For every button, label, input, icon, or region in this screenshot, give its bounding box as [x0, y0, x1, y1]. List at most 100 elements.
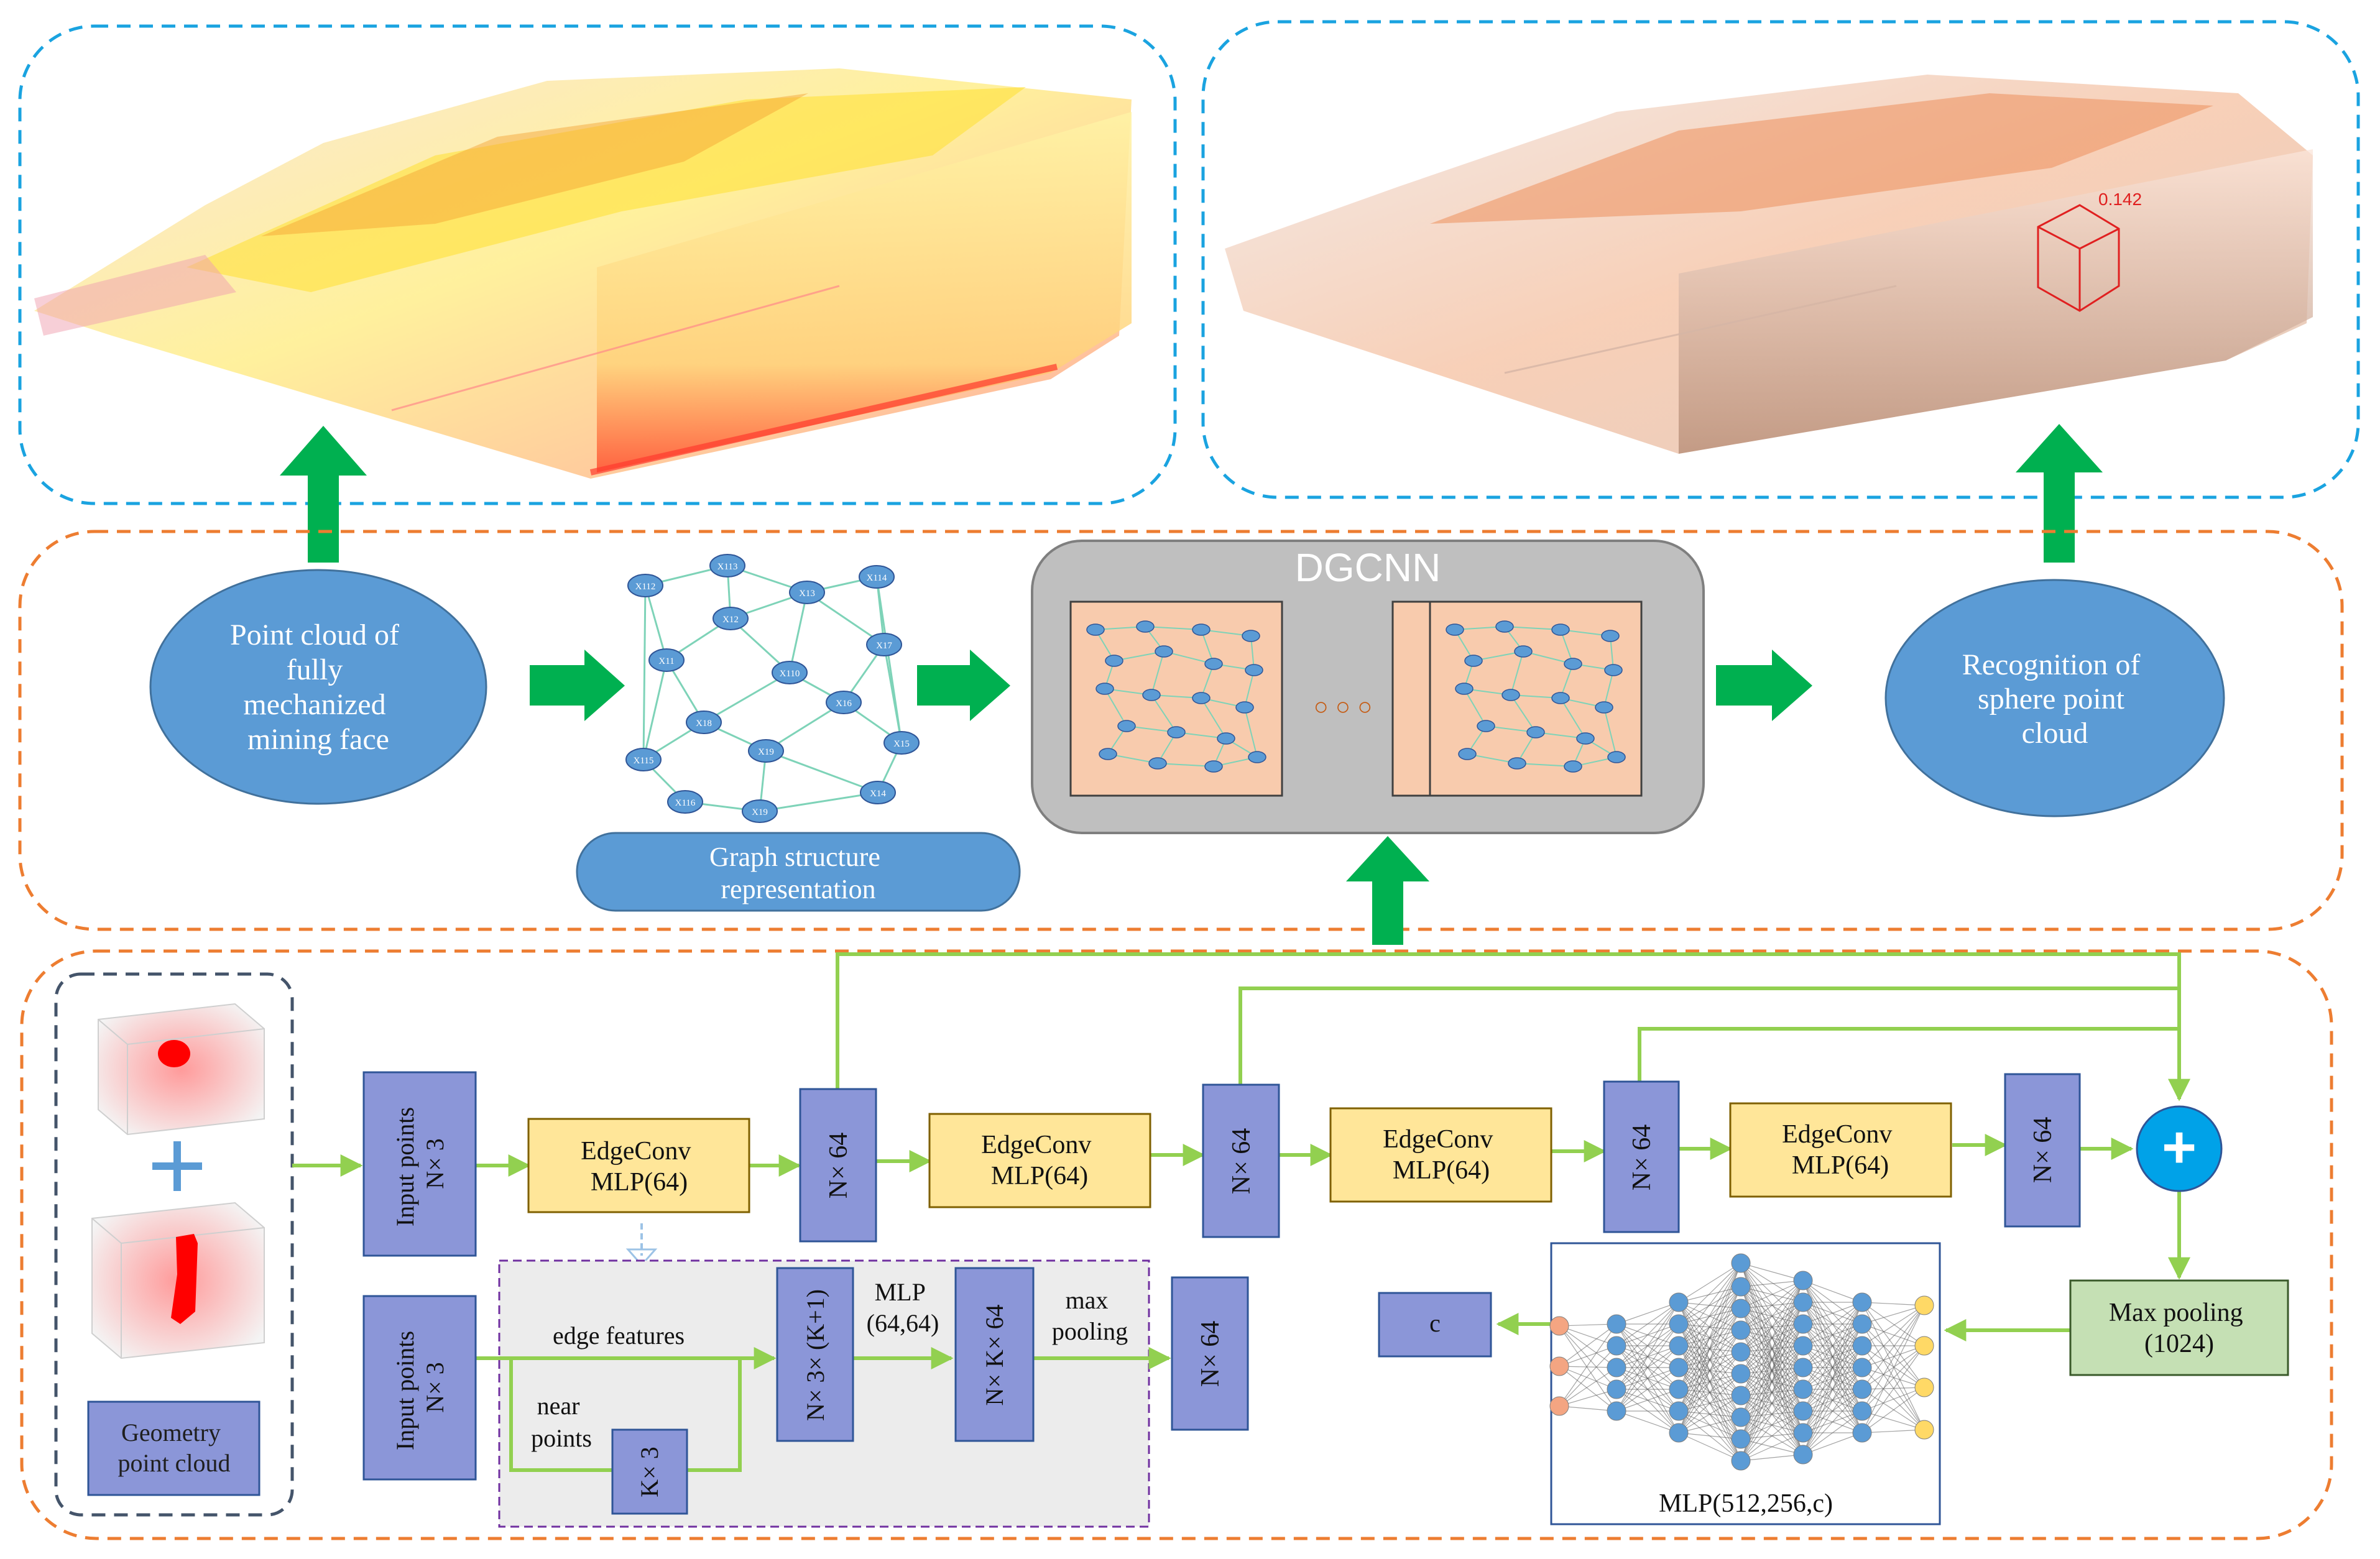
graph-node	[789, 581, 825, 604]
output-ellipse-line-3: cloud	[2022, 717, 2088, 750]
mlp-neuron	[1669, 1292, 1689, 1312]
output-ellipse-line-1: Recognition of	[1962, 648, 2141, 681]
mini-graph-node	[1495, 620, 1514, 633]
graph-node	[686, 711, 722, 734]
edgeconv-4-text: EdgeConv MLP(64)	[1782, 1120, 1899, 1180]
k3-label: K× 3	[635, 1446, 663, 1497]
mini-graph-node	[1245, 664, 1263, 676]
mini-graph-node	[1142, 689, 1161, 701]
output-recognition-ellipse	[1884, 579, 2225, 817]
k3-block	[611, 1428, 688, 1515]
near-points-line-2: points	[531, 1424, 592, 1452]
geometry-label-text: Geometry point cloud	[118, 1419, 230, 1477]
right-arrow-2	[917, 650, 1010, 721]
detail-dashed-arrowhead	[625, 1248, 658, 1267]
mini-graph-node	[1564, 658, 1582, 670]
edgeconv-block-1	[527, 1118, 750, 1213]
mini-graph-node	[1607, 751, 1626, 763]
graph-node-label: X18	[696, 719, 712, 729]
top-right-panel	[1201, 20, 2360, 499]
edgeconv-output-label: N× 64	[1196, 1321, 1225, 1387]
mini-graph-node	[1204, 658, 1223, 670]
mini-graph-node	[1604, 664, 1623, 676]
graph-node-label: X116	[675, 798, 696, 808]
mini-graph-node	[1099, 748, 1117, 760]
mlp-neuron	[1852, 1423, 1872, 1443]
detail-connector-lines	[476, 1347, 1171, 1472]
graph-node	[667, 790, 703, 814]
nx3k1-label: N× 3× (K+1)	[801, 1289, 829, 1421]
mlp-caption: MLP(512,256,c)	[1659, 1489, 1833, 1518]
edgeconv-block-4	[1729, 1102, 1952, 1198]
mlp-neuron	[1793, 1358, 1813, 1377]
edgeconv-3-text: EdgeConv MLP(64)	[1383, 1125, 1500, 1185]
graph-node-label: X113	[717, 562, 738, 572]
mlp-neuron	[1669, 1336, 1689, 1356]
mlp-neuron	[1731, 1277, 1751, 1297]
mini-graph-node	[1217, 732, 1235, 745]
input-points-1-text: Input points N× 3	[391, 1101, 449, 1226]
graph-node-label: X11	[658, 656, 674, 666]
mlp-neuron	[1731, 1253, 1751, 1273]
mini-graph-node	[1576, 732, 1595, 745]
graph-node-label: X115	[634, 756, 654, 766]
mlp-neuron	[1607, 1401, 1626, 1421]
mini-graph-node	[1508, 757, 1526, 770]
max-pooling-block	[2069, 1279, 2289, 1376]
mlp-neuron	[1607, 1314, 1626, 1334]
input-points-block-2	[362, 1295, 477, 1481]
mini-graph-node	[1514, 645, 1533, 658]
edgeconv-2-line-1: EdgeConv	[981, 1131, 1091, 1159]
graph-node	[772, 661, 808, 684]
edgeconv-3-line-2: MLP(64)	[1393, 1156, 1490, 1185]
sphere-score-label: 0.142	[2098, 190, 2142, 209]
graph-node-label: X16	[836, 699, 852, 709]
mlp-neuron	[1669, 1358, 1689, 1377]
mlp-neuron	[1914, 1420, 1934, 1440]
graph-node	[866, 633, 902, 656]
input-ellipse-line-2: fully	[287, 653, 343, 686]
geometry-panel	[54, 972, 294, 1517]
edgeconv-3-line-1: EdgeConv	[1383, 1125, 1493, 1154]
graph-node-label: X14	[870, 789, 886, 799]
mlp-neuron	[1793, 1423, 1813, 1443]
graph-node	[748, 739, 784, 763]
mlp-64-64-line-1: MLP	[875, 1278, 925, 1306]
mlp-neuron	[1731, 1451, 1751, 1471]
nx3k1-block	[776, 1267, 854, 1442]
mlp-neuron	[1793, 1401, 1813, 1421]
input-points-1-line-2: N× 3	[421, 1138, 449, 1189]
graph-label-line-1: Graph structure	[709, 842, 880, 872]
edgeconv-1-text: EdgeConv MLP(64)	[581, 1137, 698, 1197]
nk64-label: N× K× 64	[980, 1305, 1008, 1406]
graph-node-label: X12	[722, 615, 739, 625]
right-arrow-1	[530, 650, 625, 721]
input-points-2-line-2: N× 3	[421, 1362, 449, 1412]
max-pooling-line-1: Max pooling	[2109, 1299, 2243, 1327]
feature-block-1	[799, 1088, 877, 1243]
graph-label-text: Graph structure representation	[709, 842, 887, 904]
mini-graph-node	[1477, 720, 1495, 732]
graph-node	[648, 648, 685, 672]
input-points-1-line-1: Input points	[391, 1107, 419, 1226]
graph-label-line-2: representation	[721, 874, 875, 904]
graph-node	[713, 607, 749, 630]
mini-graph-node	[1192, 692, 1211, 704]
mlp-neuron	[1793, 1271, 1813, 1290]
mini-graph-node	[1204, 760, 1223, 773]
mini-graph-node	[1464, 655, 1483, 667]
mini-graph-node	[1551, 692, 1570, 704]
graph-node-label: X19	[758, 747, 774, 757]
graph-structure: X112X113X114X13X12X11X110X17X18X16X19X15…	[625, 554, 920, 823]
mlp-neuron	[1793, 1314, 1813, 1334]
mlp-neuron	[1549, 1396, 1569, 1416]
feature-block-3-label: N× 64	[1628, 1124, 1656, 1191]
mlp-neuron	[1852, 1314, 1872, 1334]
mini-graph-node	[1248, 751, 1266, 763]
input-points-block-1	[362, 1071, 477, 1257]
mlp-neuron	[1793, 1445, 1813, 1465]
feature-block-4-label: N× 64	[2029, 1117, 2057, 1184]
mlp-neuron	[1914, 1336, 1934, 1356]
edgeconv-4-line-2: MLP(64)	[1792, 1151, 1889, 1180]
